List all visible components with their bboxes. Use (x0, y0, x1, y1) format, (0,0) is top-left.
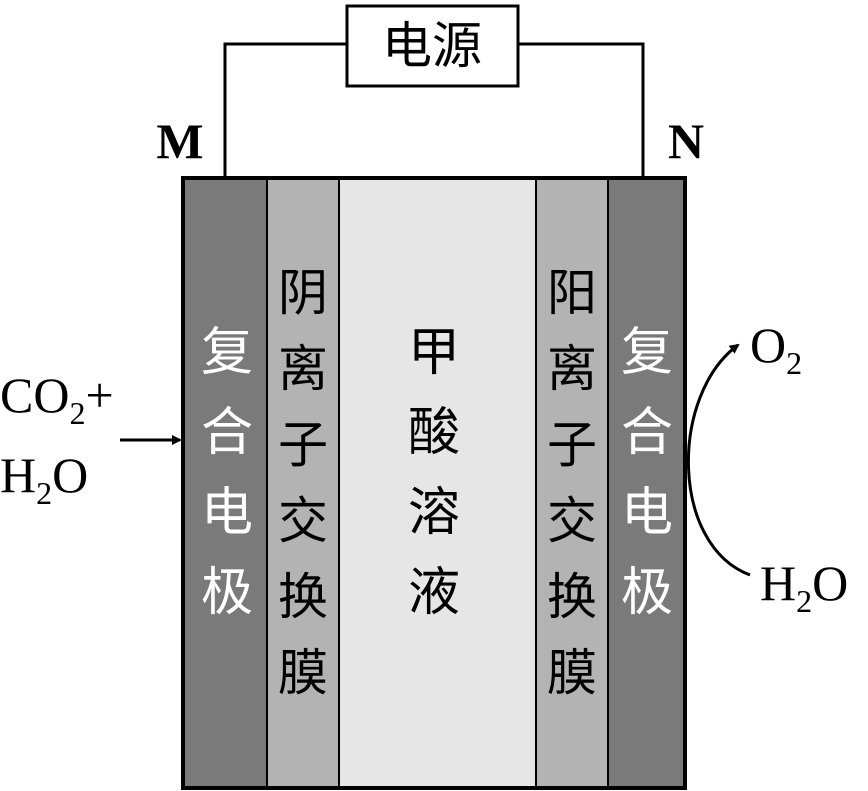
left-membrane-char: 换 (278, 568, 328, 626)
right-membrane-char: 换 (547, 568, 597, 626)
left-membrane-char: 交 (278, 492, 328, 550)
right-membrane-char: 离 (547, 340, 597, 398)
center-solution-char: 酸 (408, 403, 460, 463)
left-input-line2: H2O (0, 447, 88, 511)
right-membrane-char: 膜 (547, 644, 597, 702)
power-source-label: 电源 (382, 17, 482, 75)
output-h2o: H2O (760, 555, 848, 619)
right-electrode-char: 合 (621, 403, 673, 463)
power-source-box (345, 4, 520, 88)
center-solution-char: 溶 (408, 483, 460, 543)
left-electrode (182, 177, 268, 789)
left-input-line1: CO2+ (0, 367, 114, 431)
output-o2: O2 (750, 317, 802, 381)
output-curved-arrow (687, 343, 751, 577)
left-membrane-char: 阴 (278, 264, 328, 322)
terminal-m-label: M (156, 113, 203, 169)
right-membrane-char: 阳 (547, 264, 597, 322)
left-membrane-char: 膜 (278, 644, 328, 702)
left-membrane-char: 子 (278, 416, 328, 474)
left-membrane-char: 离 (278, 340, 328, 398)
center-solution-char: 甲 (408, 323, 460, 383)
right-electrode-char: 复 (621, 323, 673, 383)
cell-outer-border (181, 176, 687, 790)
left-electrode-char: 极 (201, 563, 253, 623)
center-solution (338, 177, 537, 789)
left-electrode-char: 电 (201, 483, 253, 543)
center-solution-char: 液 (408, 563, 460, 623)
left-electrode-char: 合 (201, 403, 253, 463)
right-wire (518, 42, 645, 178)
right-membrane-char: 子 (547, 416, 597, 474)
right-electrode-char: 电 (621, 483, 673, 543)
terminal-n-label: N (668, 113, 704, 169)
left-electrode-char: 复 (201, 323, 253, 383)
right-electrode-char: 极 (621, 563, 673, 623)
right-electrode (607, 177, 686, 789)
left-wire (223, 42, 347, 178)
right-membrane-char: 交 (547, 492, 597, 550)
